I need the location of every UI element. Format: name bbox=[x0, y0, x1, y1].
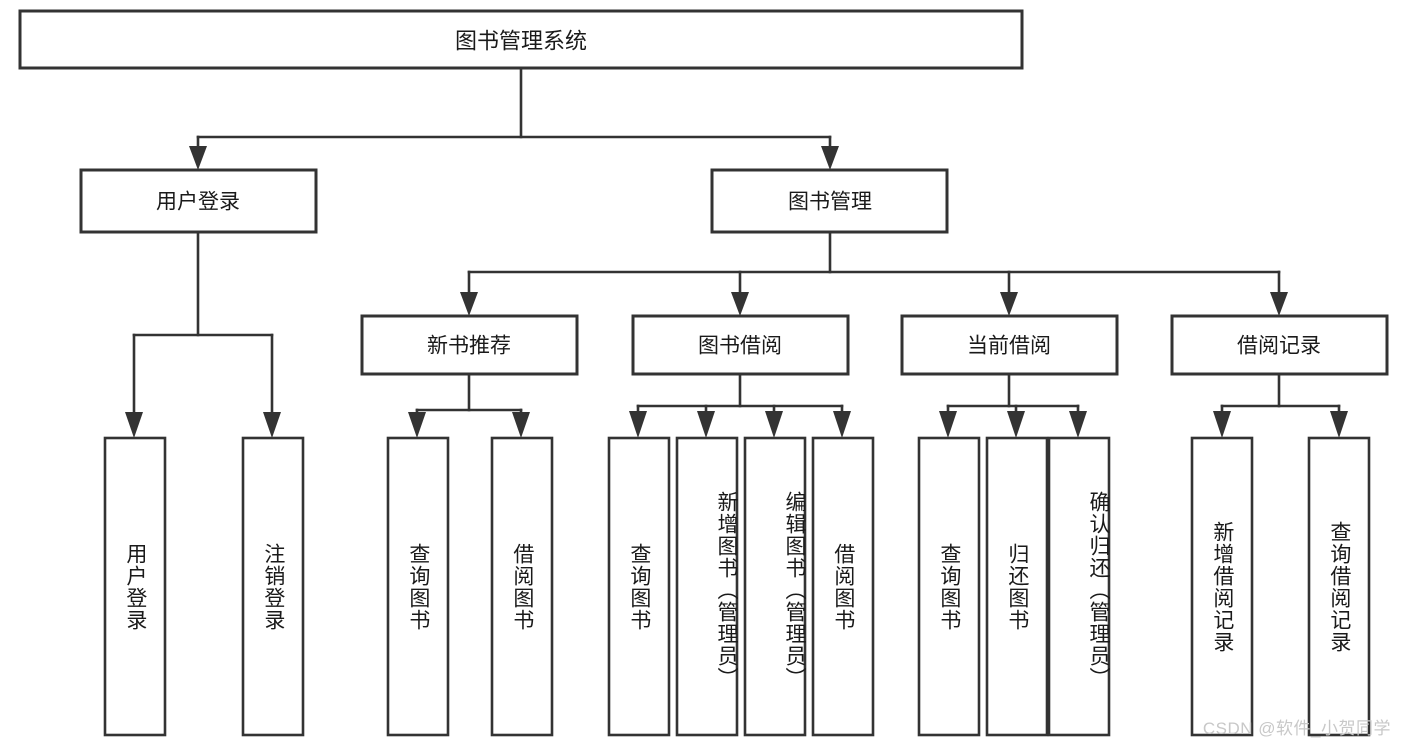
node-root-label: 图书管理系统 bbox=[455, 29, 587, 54]
arrow-root-to-user bbox=[189, 146, 207, 170]
leaf-box-book-borrow-2[interactable] bbox=[675, 436, 739, 737]
arrow-newbook-leaf-2 bbox=[512, 412, 530, 438]
leaf-box-user-login-2[interactable] bbox=[241, 436, 305, 737]
node-user-login[interactable]: 用户登录 bbox=[79, 168, 318, 234]
leaf-box-borrow-record-2[interactable] bbox=[1307, 436, 1371, 737]
arrow-bookborrow-leaf-3 bbox=[765, 411, 783, 438]
arrow-books-to-current bbox=[1000, 292, 1018, 316]
leaf-box-borrow-record-1[interactable] bbox=[1190, 436, 1254, 737]
node-book-manage-box[interactable] bbox=[710, 168, 949, 234]
node-user-login-label: 用户登录 bbox=[156, 191, 240, 214]
connector-group-user-login bbox=[125, 230, 281, 438]
watermark: CSDN @软件_小贺同学 bbox=[1202, 719, 1391, 738]
node-book-borrow-label: 图书借阅 bbox=[698, 335, 782, 358]
arrow-borrowrecord-leaf-1 bbox=[1213, 411, 1231, 438]
arrow-newbook-leaf-1 bbox=[408, 412, 426, 438]
leaf-box-current-borrow-2[interactable] bbox=[985, 436, 1049, 737]
node-borrow-record-box[interactable] bbox=[1170, 314, 1389, 376]
connector-group-current-borrow bbox=[939, 372, 1087, 438]
leaf-box-current-borrow-3[interactable] bbox=[1047, 436, 1111, 737]
arrow-currentborrow-leaf-3 bbox=[1069, 411, 1087, 438]
node-user-login-box[interactable] bbox=[79, 168, 318, 234]
node-root-box[interactable] bbox=[18, 9, 1024, 70]
leaf-box-book-borrow-4[interactable] bbox=[811, 436, 875, 737]
node-borrow-record-label: 借阅记录 bbox=[1237, 335, 1321, 358]
arrow-currentborrow-leaf-2 bbox=[1007, 411, 1025, 438]
arrow-books-to-record bbox=[1270, 292, 1288, 316]
connector-group-book-borrow bbox=[629, 372, 851, 438]
connector-group-new-book bbox=[408, 372, 530, 438]
arrow-root-to-books bbox=[821, 146, 839, 170]
node-book-manage[interactable]: 图书管理 bbox=[710, 168, 949, 234]
node-borrow-record[interactable]: 借阅记录 bbox=[1170, 314, 1389, 376]
arrow-bookborrow-leaf-4 bbox=[833, 411, 851, 438]
node-root[interactable]: 图书管理系统 bbox=[18, 9, 1024, 70]
arrow-books-to-new bbox=[460, 292, 478, 316]
leaf-box-book-borrow-3[interactable] bbox=[743, 436, 807, 737]
node-new-book-recommend[interactable]: 新书推荐 bbox=[360, 314, 579, 376]
node-current-borrow-label: 当前借阅 bbox=[967, 335, 1051, 358]
node-new-book-recommend-box[interactable] bbox=[360, 314, 579, 376]
leaf-box-new-book-2[interactable] bbox=[490, 436, 554, 737]
connector-group-borrow-record bbox=[1213, 372, 1348, 438]
node-book-borrow[interactable]: 图书借阅 bbox=[631, 314, 850, 376]
node-book-borrow-box[interactable] bbox=[631, 314, 850, 376]
arrow-user-leaf-1 bbox=[125, 412, 143, 438]
arrow-currentborrow-leaf-1 bbox=[939, 411, 957, 438]
arrow-bookborrow-leaf-1 bbox=[629, 411, 647, 438]
leaf-box-user-login-1[interactable] bbox=[103, 436, 167, 737]
connector-group-book-manage bbox=[460, 230, 1288, 316]
arrow-books-to-borrow bbox=[731, 292, 749, 316]
node-current-borrow-box[interactable] bbox=[900, 314, 1119, 376]
node-book-manage-label: 图书管理 bbox=[788, 191, 872, 214]
leaf-box-new-book-1[interactable] bbox=[386, 436, 450, 737]
node-new-book-recommend-label: 新书推荐 bbox=[427, 335, 511, 358]
leaf-box-current-borrow-1[interactable] bbox=[917, 436, 981, 737]
arrow-bookborrow-leaf-2 bbox=[697, 411, 715, 438]
connector-group-root bbox=[189, 66, 839, 170]
leaf-box-book-borrow-1[interactable] bbox=[607, 436, 671, 737]
arrow-user-leaf-2 bbox=[263, 412, 281, 438]
node-current-borrow[interactable]: 当前借阅 bbox=[900, 314, 1119, 376]
arrow-borrowrecord-leaf-2 bbox=[1330, 411, 1348, 438]
